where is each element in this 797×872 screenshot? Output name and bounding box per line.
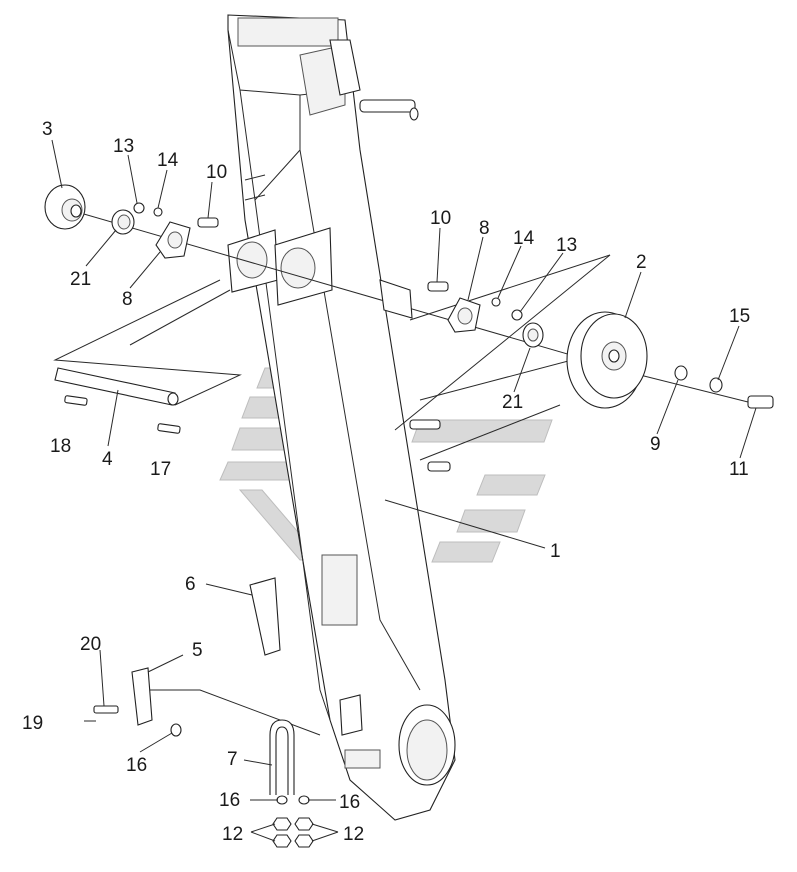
part-16-washer-bottom-left bbox=[276, 795, 288, 805]
part-14-washer-right bbox=[491, 297, 501, 307]
part-20-bolt bbox=[93, 705, 119, 714]
part-21-bearing-left bbox=[111, 209, 135, 235]
part-14-washer-left bbox=[153, 207, 163, 217]
callout-18: 18 bbox=[50, 436, 71, 457]
part-18-key bbox=[64, 395, 88, 406]
part-10-pin-right bbox=[427, 281, 449, 292]
part-9-washer bbox=[674, 365, 688, 381]
callout-15: 15 bbox=[729, 306, 750, 327]
part-15-lock-washer bbox=[709, 377, 723, 393]
part-21-bearing-right bbox=[522, 322, 544, 348]
part-7-u-bolt bbox=[269, 719, 295, 795]
callout-16: 16 bbox=[339, 792, 360, 813]
callout-6: 6 bbox=[185, 574, 196, 595]
part-12-nut-bottom-left bbox=[272, 817, 292, 848]
part-16-washer-bottom-right bbox=[298, 795, 310, 805]
part-6-plate bbox=[249, 577, 281, 656]
part-2-pulley bbox=[566, 311, 648, 409]
callout-21: 21 bbox=[502, 392, 523, 413]
callout-13: 13 bbox=[113, 136, 134, 157]
part-16-washer-left bbox=[170, 723, 182, 737]
part-13-nut-right bbox=[511, 309, 523, 321]
callout-19: 19 bbox=[22, 713, 43, 734]
callout-2: 2 bbox=[636, 252, 647, 273]
callout-14: 14 bbox=[157, 150, 179, 171]
callout-8: 8 bbox=[479, 218, 490, 239]
main-arm-body bbox=[227, 14, 456, 821]
part-13-nut-left bbox=[133, 202, 145, 214]
callout-7: 7 bbox=[227, 749, 238, 770]
part-5-bracket bbox=[131, 667, 153, 726]
part-17-key bbox=[157, 423, 181, 434]
upper-shaft bbox=[359, 99, 419, 121]
part-12-nut-bottom-right bbox=[294, 817, 314, 848]
callout-17: 17 bbox=[150, 459, 171, 480]
callout-11: 11 bbox=[729, 459, 749, 480]
callout-21: 21 bbox=[70, 269, 91, 290]
callout-16: 16 bbox=[126, 755, 147, 776]
callout-20: 20 bbox=[80, 634, 101, 655]
callout-13: 13 bbox=[556, 235, 577, 256]
part-8-bearing-housing-right bbox=[447, 297, 481, 333]
part-8-bearing-housing-left bbox=[155, 221, 191, 259]
part-11-bolt bbox=[747, 395, 774, 409]
callout-8: 8 bbox=[122, 289, 133, 310]
part-4-rod bbox=[54, 367, 179, 406]
callout-12: 12 bbox=[343, 824, 364, 845]
callout-16: 16 bbox=[219, 790, 240, 811]
callout-14: 14 bbox=[513, 228, 535, 249]
callout-4: 4 bbox=[102, 449, 113, 470]
callout-labels: 3 13 14 10 21 8 10 8 14 13 2 15 21 9 11 … bbox=[22, 119, 750, 845]
leader-lines bbox=[51, 139, 757, 842]
callout-5: 5 bbox=[192, 640, 203, 661]
callout-9: 9 bbox=[650, 434, 661, 455]
callout-1: 1 bbox=[550, 541, 561, 562]
callout-12: 12 bbox=[222, 824, 243, 845]
part-10-pin-left bbox=[197, 217, 219, 228]
callout-10: 10 bbox=[206, 162, 227, 183]
callout-3: 3 bbox=[42, 119, 53, 140]
part-3-flange-disc bbox=[44, 184, 86, 230]
callout-10: 10 bbox=[430, 208, 451, 229]
middle-bracket bbox=[379, 279, 451, 472]
arm-flange-plates bbox=[227, 227, 333, 306]
